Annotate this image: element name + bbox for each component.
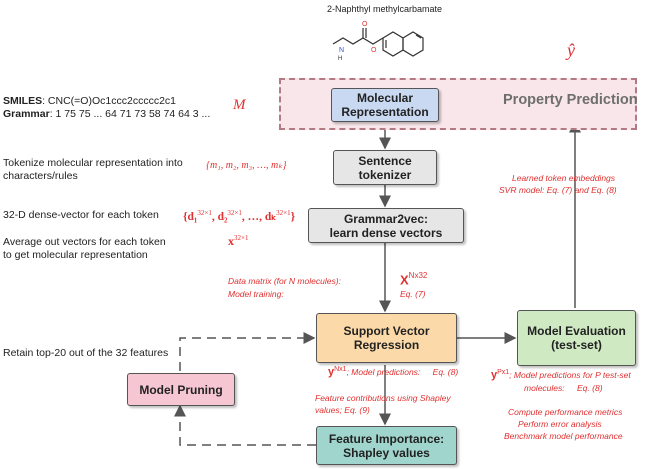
d-seq-end: } [290, 211, 296, 223]
yN-text: ; Model predictions: [346, 367, 421, 377]
d-seq-3: , …, dₖ [241, 211, 277, 223]
grammar-line: Grammar: 1 75 75 ... 64 71 73 58 74 64 3… [3, 108, 210, 121]
svr-line1: Support Vector [343, 324, 430, 338]
model-evaluation-line2: (test-set) [551, 338, 602, 352]
dense-vector-label: 32-D dense-vector for each token [3, 209, 159, 221]
grammar2vec-line2: learn dense vectors [329, 225, 443, 240]
svr-model-note: SVR model: Eq. (7) and Eq. (8) [499, 185, 617, 195]
X-base: X [400, 272, 409, 288]
yP-text: ; Model predictions for P test-set [509, 370, 631, 380]
grammar2vec-line1: Grammar2vec: [343, 211, 429, 226]
model-evaluation-line1: Model Evaluation [527, 324, 626, 338]
average-line1: Average out vectors for each token [3, 236, 166, 248]
svr-line2: Regression [353, 338, 420, 352]
feature-contrib-line2: values; Eq. (9) [315, 405, 370, 415]
dashed-pruning-to-svr [179, 332, 316, 371]
data-matrix-note: Data matrix (for N molecules): [228, 276, 341, 286]
yN-eq: Eq. (8) [432, 367, 459, 377]
oxygen-atom-ester: O [371, 47, 377, 54]
yP-line2: molecules: Eq. (8) [524, 383, 603, 394]
model-pruning-box[interactable]: Model Pruning [127, 373, 235, 406]
math-M: M [233, 97, 246, 113]
tokenize-line2: characters/rules [3, 170, 78, 182]
sentence-tokenizer-box[interactable]: Sentence tokenizer [333, 150, 437, 185]
svr-box[interactable]: Support Vector Regression [316, 313, 457, 363]
grammar2vec-box[interactable]: Grammar2vec: learn dense vectors [308, 208, 464, 243]
yP-note: yPx1; Model predictions for P test-set [491, 369, 631, 381]
X-matrix-label: XNx32 [400, 271, 427, 289]
yP-line2-text: molecules: [524, 383, 565, 393]
math-d-sequence: {d₁32×1, d₂32×1, …, dₖ32×1} [183, 209, 295, 223]
yP-eq: Eq. (8) [577, 383, 603, 393]
perform-note: Perform error analysis [518, 419, 602, 429]
sentence-tokenizer-line1: Sentence [358, 153, 412, 168]
yN-sup: Nx1 [334, 366, 347, 374]
math-m-sequence: {m₁, m₂, m₃, …, mₖ} [206, 160, 287, 171]
yN-note: yNx1; Model predictions: Eq. (8) [328, 366, 458, 378]
model-evaluation-box[interactable]: Model Evaluation (test-set) [517, 310, 636, 366]
tokenize-line1: Tokenize molecular representation into [3, 157, 183, 169]
oxygen-atom-top: O [362, 21, 368, 28]
benchmark-note: Benchmark model performance [504, 431, 623, 441]
d-seq-2: , d₂ [211, 211, 228, 223]
X-sup: Nx32 [408, 271, 428, 280]
average-line2: to get molecular representation [3, 249, 148, 261]
molecular-representation-line1: Molecular [356, 91, 413, 105]
molecule-structure [332, 28, 424, 57]
molecule-name: 2-Naphthyl methylcarbamate [327, 4, 443, 14]
retain-label: Retain top-20 out of the 32 features [3, 347, 169, 359]
hydrogen-atom: H [338, 56, 342, 62]
d-seq-3-sup: 32×1 [276, 209, 291, 218]
y-hat-symbol: ŷ [567, 40, 575, 60]
nitrogen-atom: N [339, 47, 344, 54]
property-prediction-label: Property Prediction [503, 92, 638, 108]
smiles-value: : CNC(=O)Oc1ccc2ccccc2c1 [42, 95, 176, 107]
molecular-representation-box[interactable]: Molecular Representation [331, 88, 439, 122]
compute-note: Compute performance metrics [508, 407, 623, 417]
d-seq-2-sup: 32×1 [227, 209, 242, 218]
d-seq-1-sup: 32×1 [197, 209, 212, 218]
model-pruning-label: Model Pruning [139, 382, 223, 397]
grammar-key: Grammar [3, 108, 50, 120]
feature-importance-box[interactable]: Feature Importance: Shapley values [316, 426, 457, 465]
grammar-value: : 1 75 75 ... 64 71 73 58 74 64 3 ... [49, 108, 211, 120]
x-base: x [228, 234, 234, 248]
dashed-feature-to-pruning [174, 404, 316, 446]
feature-contrib-line1: Feature contributions using Shapley [315, 393, 451, 403]
model-training-note: Model training: [228, 289, 284, 299]
learned-tokens-note: Learned token embeddings [512, 173, 616, 183]
feature-importance-line2: Shapley values [343, 445, 430, 460]
sentence-tokenizer-line2: tokenizer [358, 167, 412, 182]
x-sup: 32×1 [234, 234, 249, 242]
eq7-note: Eq. (7) [400, 289, 426, 299]
math-x-vector: x32×1 [228, 234, 248, 249]
d-seq-1: {d₁ [183, 211, 198, 223]
yP-base: y [491, 369, 498, 381]
smiles-line: SMILES: CNC(=O)Oc1ccc2ccccc2c1 [3, 95, 176, 108]
smiles-key: SMILES [3, 95, 43, 107]
yN-base: y [328, 366, 335, 378]
molecular-representation-line2: Representation [341, 105, 429, 119]
feature-importance-line1: Feature Importance: [328, 431, 445, 446]
yP-sup: Px1 [497, 369, 510, 377]
